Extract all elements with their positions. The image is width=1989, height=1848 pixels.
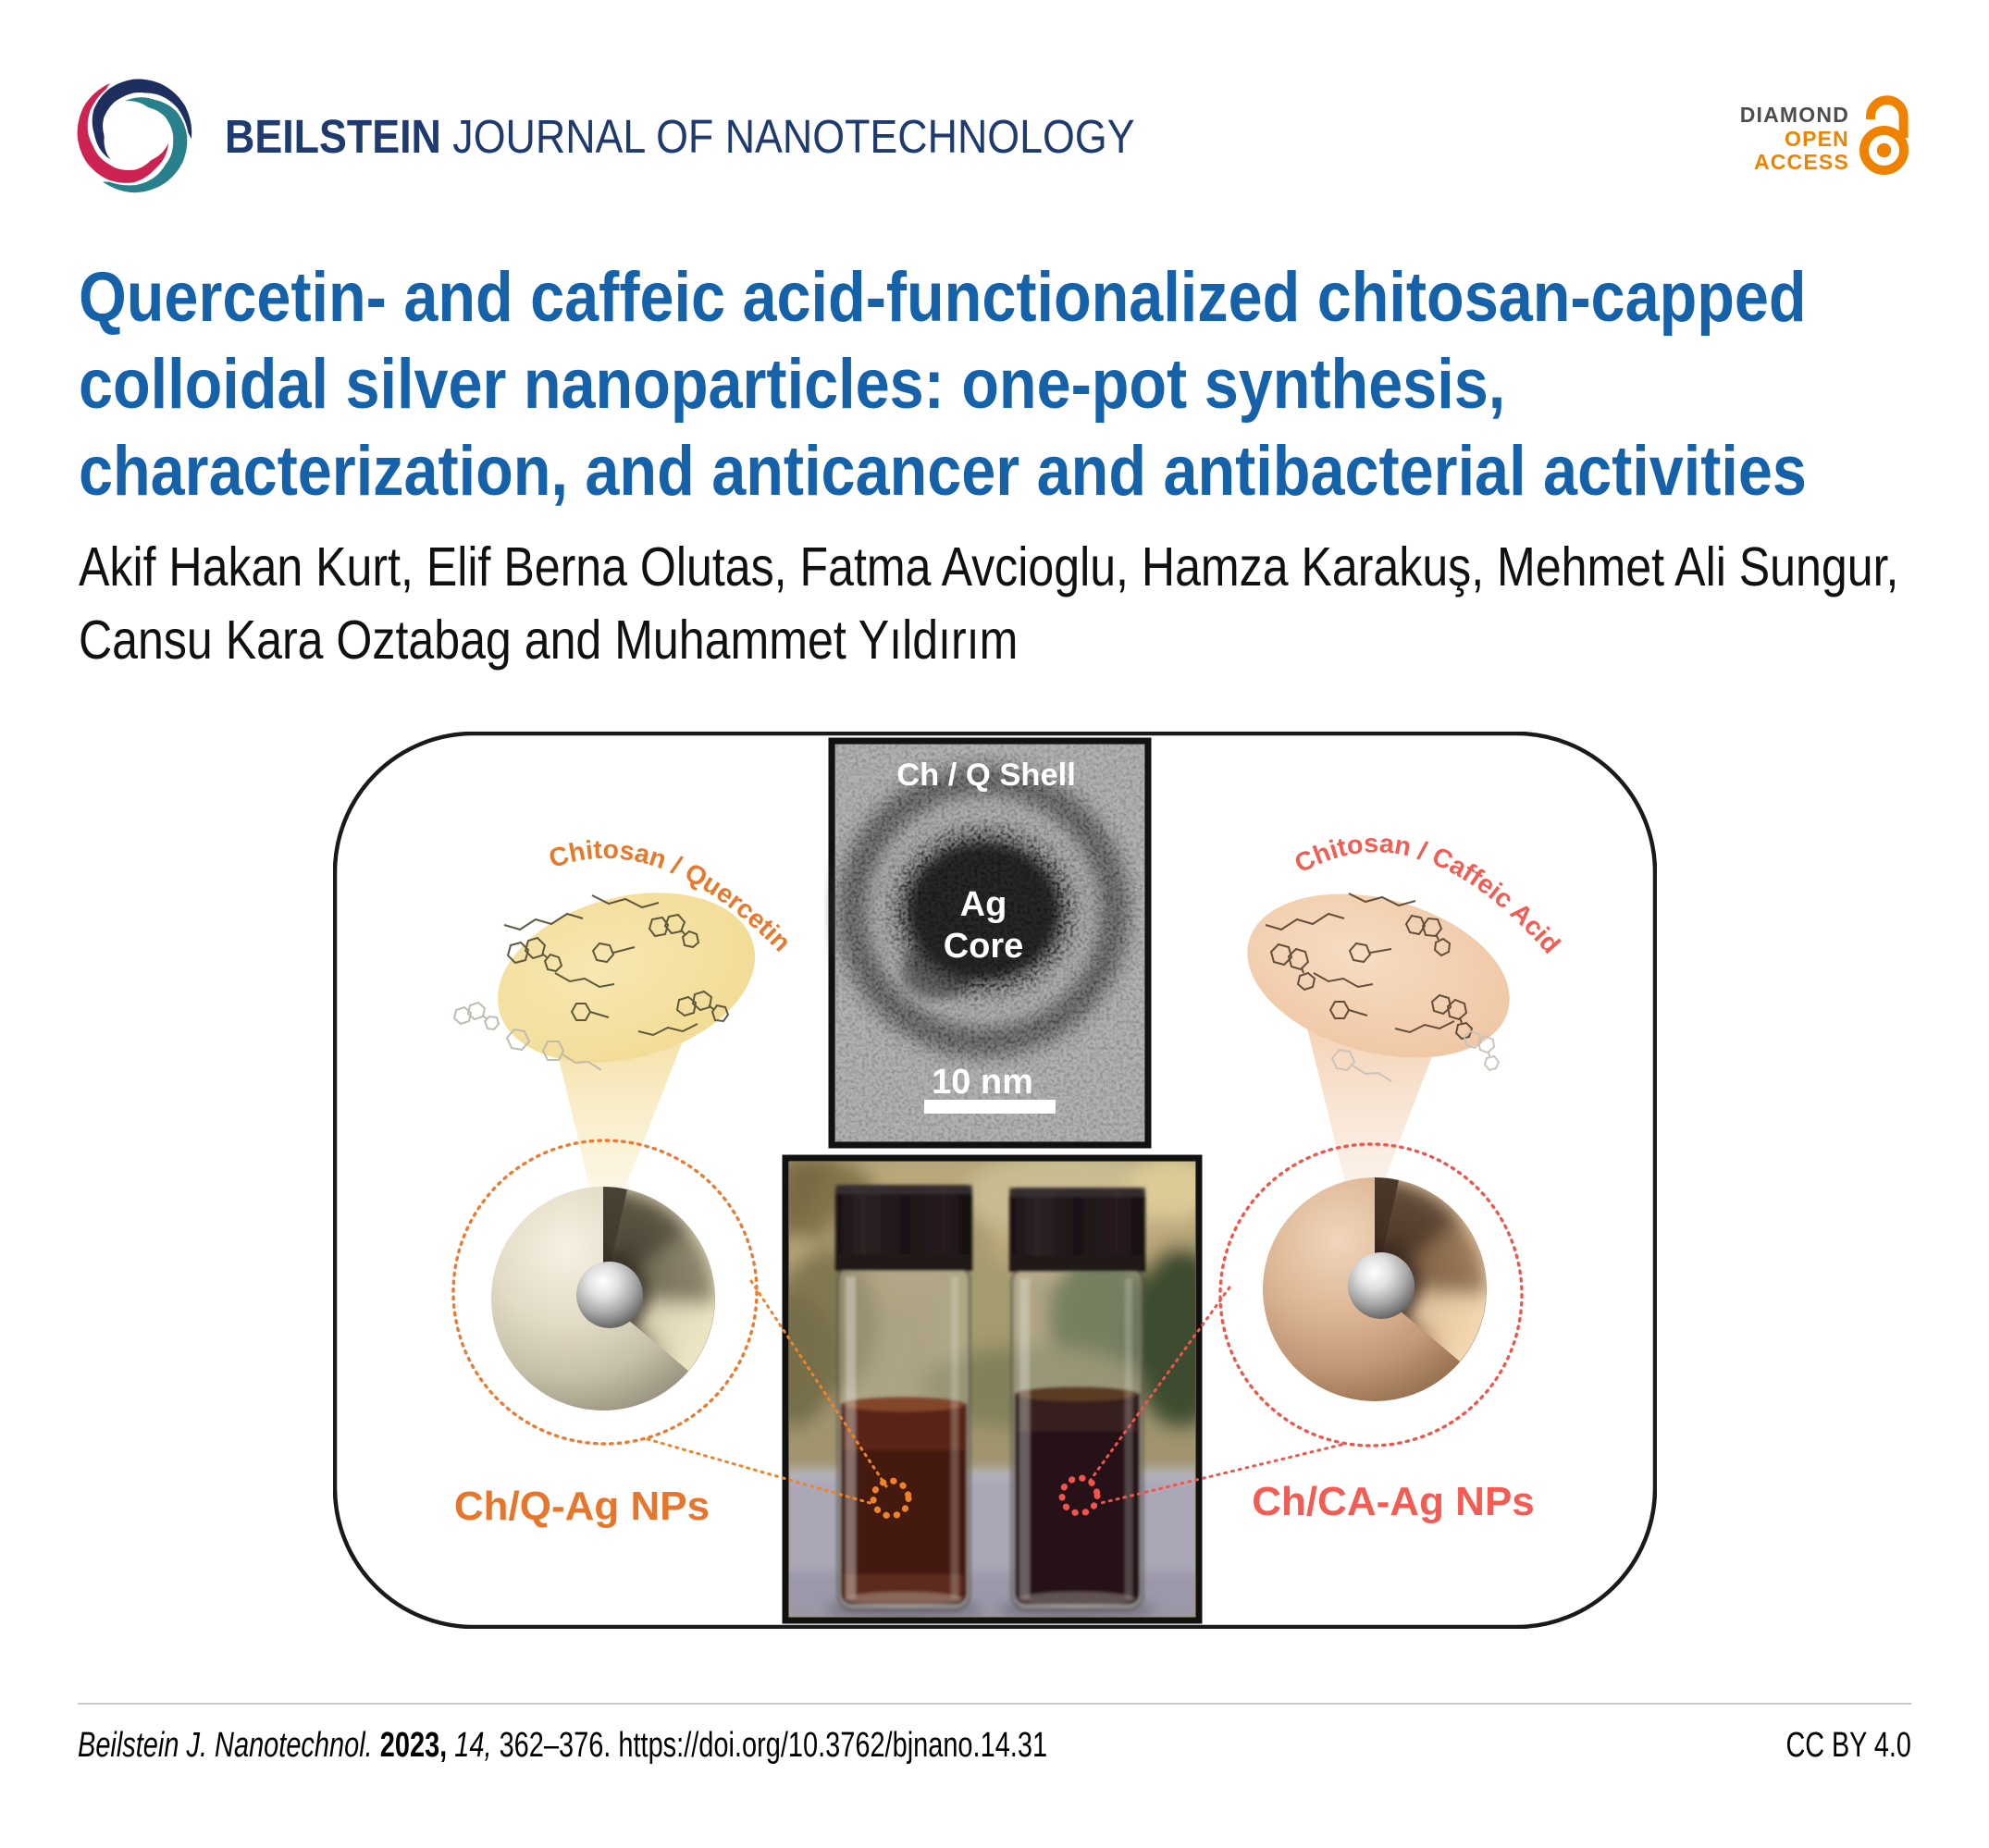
svg-text:Ag: Ag	[960, 885, 1007, 924]
svg-text:Ch / Q Shell: Ch / Q Shell	[896, 758, 1076, 793]
svg-text:Core: Core	[944, 927, 1024, 966]
svg-text:Ch/CA-Ag NPs: Ch/CA-Ag NPs	[1252, 1479, 1535, 1524]
svg-text:10 nm: 10 nm	[932, 1063, 1033, 1102]
svg-text:Ch/Q-Ag NPs: Ch/Q-Ag NPs	[454, 1484, 710, 1529]
